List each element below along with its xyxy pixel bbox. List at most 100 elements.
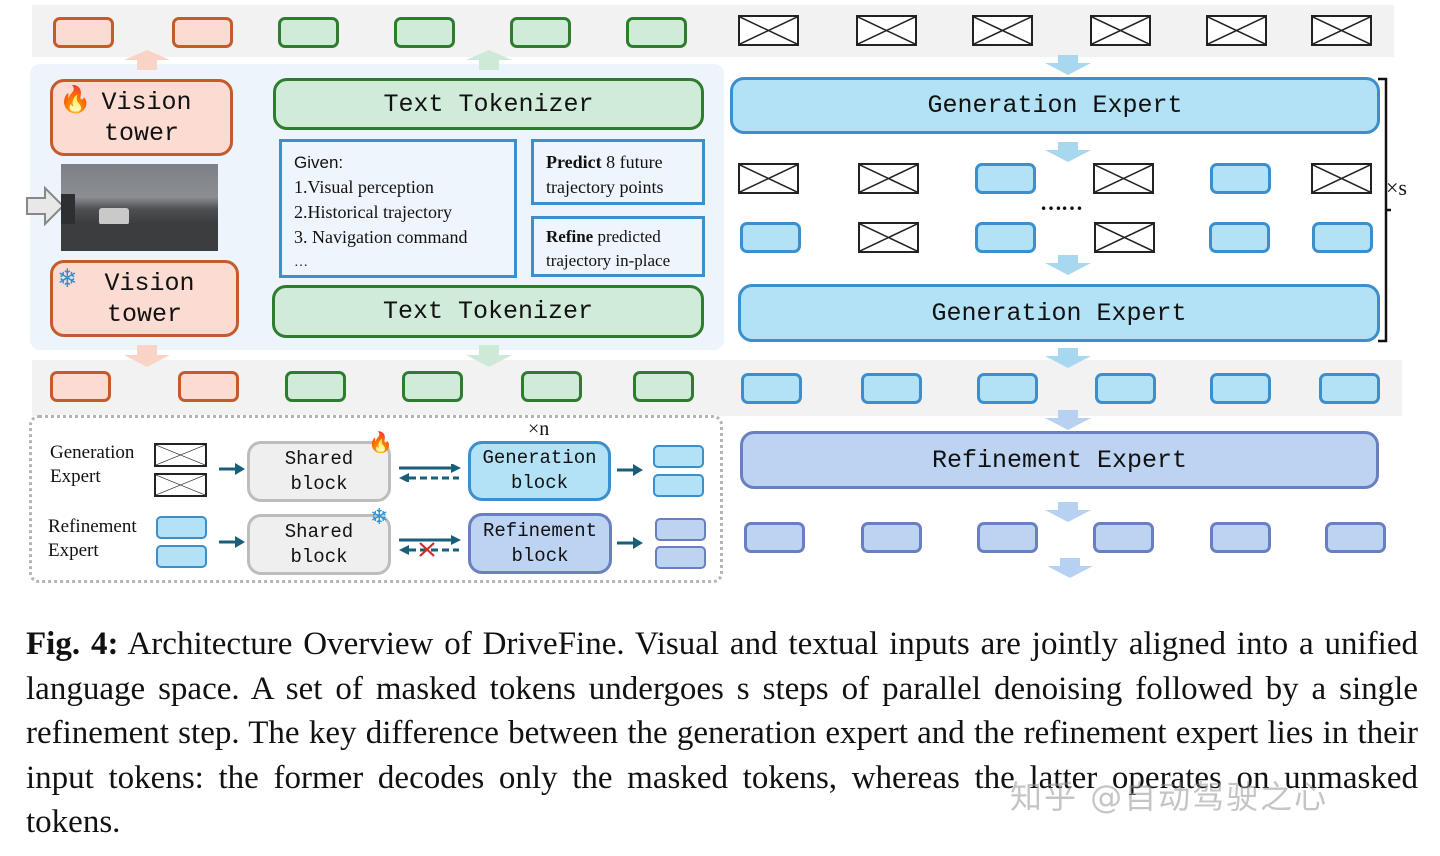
masked-token <box>154 443 207 467</box>
mask-cross-icon <box>1095 165 1152 192</box>
generated-token <box>156 516 207 539</box>
masked-token <box>738 15 799 46</box>
generated-token <box>1210 373 1271 404</box>
generated-token <box>1210 163 1271 194</box>
figure-label: Fig. 4: <box>26 626 119 662</box>
vision-tower-label-line1: Vision <box>104 268 195 298</box>
arrow-right-icon <box>617 537 643 549</box>
mask-cross-icon <box>1313 17 1370 44</box>
shared-block-line2: block <box>290 545 348 568</box>
mask-cross-icon <box>860 165 917 192</box>
shared-block-line2: block <box>290 472 348 495</box>
fire-icon: 🔥 <box>368 432 393 454</box>
mask-cross-icon <box>1092 17 1149 44</box>
text-token <box>521 371 582 402</box>
prompt-item: 1.Visual perception <box>294 177 434 197</box>
output-token <box>653 474 704 497</box>
generated-token <box>740 222 801 253</box>
text-tokenizer-label: Text Tokenizer <box>382 297 594 326</box>
vision-token <box>50 371 111 402</box>
arrow-down-icon <box>1045 255 1091 275</box>
generation-label-line2: Expert <box>50 466 101 487</box>
vision-token <box>178 371 239 402</box>
generation-block-line2: block <box>510 472 568 494</box>
refinement-block-line2: block <box>511 544 569 567</box>
arrow-down-icon <box>1045 410 1091 430</box>
refine-rest: predicted <box>593 227 661 246</box>
text-token <box>510 17 571 48</box>
generated-token <box>1319 373 1380 404</box>
vision-tower-label-line2: tower <box>103 118 179 148</box>
arrow-up-icon <box>124 50 170 70</box>
refinement-expert-label: Refinement Expert <box>931 445 1188 475</box>
camera-image <box>61 164 218 251</box>
arrow-right-icon <box>617 464 643 476</box>
generation-block-line1: Generation <box>482 447 597 469</box>
refined-token <box>1093 522 1154 553</box>
output-token <box>655 546 706 569</box>
generated-token <box>1095 373 1156 404</box>
output-token <box>653 445 704 468</box>
vision-tower-label-line1: Vision <box>101 87 192 117</box>
generation-label-line1: Generation <box>50 442 135 463</box>
predict-box: Predict 8 future trajectory points <box>531 139 705 205</box>
generated-token <box>1312 222 1373 253</box>
arrow-down-icon <box>1047 558 1093 578</box>
text-token <box>285 371 346 402</box>
text-tokenizer-label: Text Tokenizer <box>383 89 594 119</box>
mask-cross-icon <box>858 17 915 44</box>
arrow-down-icon <box>1045 502 1091 522</box>
vehicle-shape <box>99 208 129 225</box>
masked-token <box>856 15 917 46</box>
refinement-label-line2: Expert <box>48 540 99 561</box>
text-tokenizer-top: Text Tokenizer <box>273 78 704 130</box>
arrow-right-icon <box>219 463 245 475</box>
text-tokenizer-bottom: Text Tokenizer <box>272 285 704 338</box>
prompt-item: … <box>294 255 308 270</box>
repeat-brace <box>1378 77 1391 343</box>
figure-caption: Fig. 4: Architecture Overview of DriveFi… <box>26 622 1418 845</box>
refined-token <box>977 522 1038 553</box>
generated-token <box>977 373 1038 404</box>
generated-token <box>1209 222 1270 253</box>
masked-token <box>858 163 919 194</box>
repeat-n-label: ×n <box>528 418 550 440</box>
generation-expert-caption: Generation Expert <box>50 441 134 489</box>
arrow-down-icon <box>466 345 512 367</box>
bidirectional-arrow-icon <box>399 464 461 482</box>
generation-expert-top: Generation Expert <box>730 77 1380 134</box>
output-token <box>655 518 706 541</box>
refinement-block-line1: Refinement <box>482 519 598 542</box>
mask-cross-icon <box>740 165 797 192</box>
road-shape <box>61 224 218 251</box>
prompt-item: 3. Navigation command <box>294 227 468 247</box>
predict-rest: 8 future <box>601 152 663 172</box>
masked-token <box>738 163 799 194</box>
generation-expert-bottom: Generation Expert <box>738 284 1380 342</box>
shared-block-line1: Shared <box>284 520 354 543</box>
refined-token <box>1210 522 1271 553</box>
masked-token <box>1094 222 1155 253</box>
refined-token <box>861 522 922 553</box>
generated-token <box>741 373 802 404</box>
text-token <box>278 17 339 48</box>
text-token <box>402 371 463 402</box>
arrow-down-icon <box>1045 348 1091 368</box>
masked-token <box>1311 163 1372 194</box>
masked-token <box>972 15 1033 46</box>
generated-token <box>156 545 207 568</box>
figure-caption-text: Architecture Overview of DriveFine. Visu… <box>26 626 1418 840</box>
refinement-expert: Refinement Expert <box>740 431 1379 489</box>
arrow-up-icon <box>466 50 512 70</box>
refine-box: Refine predicted trajectory in-place <box>531 216 705 277</box>
refined-token <box>744 522 805 553</box>
input-arrow-icon <box>26 186 65 226</box>
repeat-s-label: ×s <box>1386 175 1407 200</box>
generation-expert-label: Generation Expert <box>927 91 1183 120</box>
generation-expert-label: Generation Expert <box>931 298 1187 328</box>
masked-token <box>1090 15 1151 46</box>
masked-token <box>154 473 207 497</box>
token-band-top <box>32 5 1394 57</box>
